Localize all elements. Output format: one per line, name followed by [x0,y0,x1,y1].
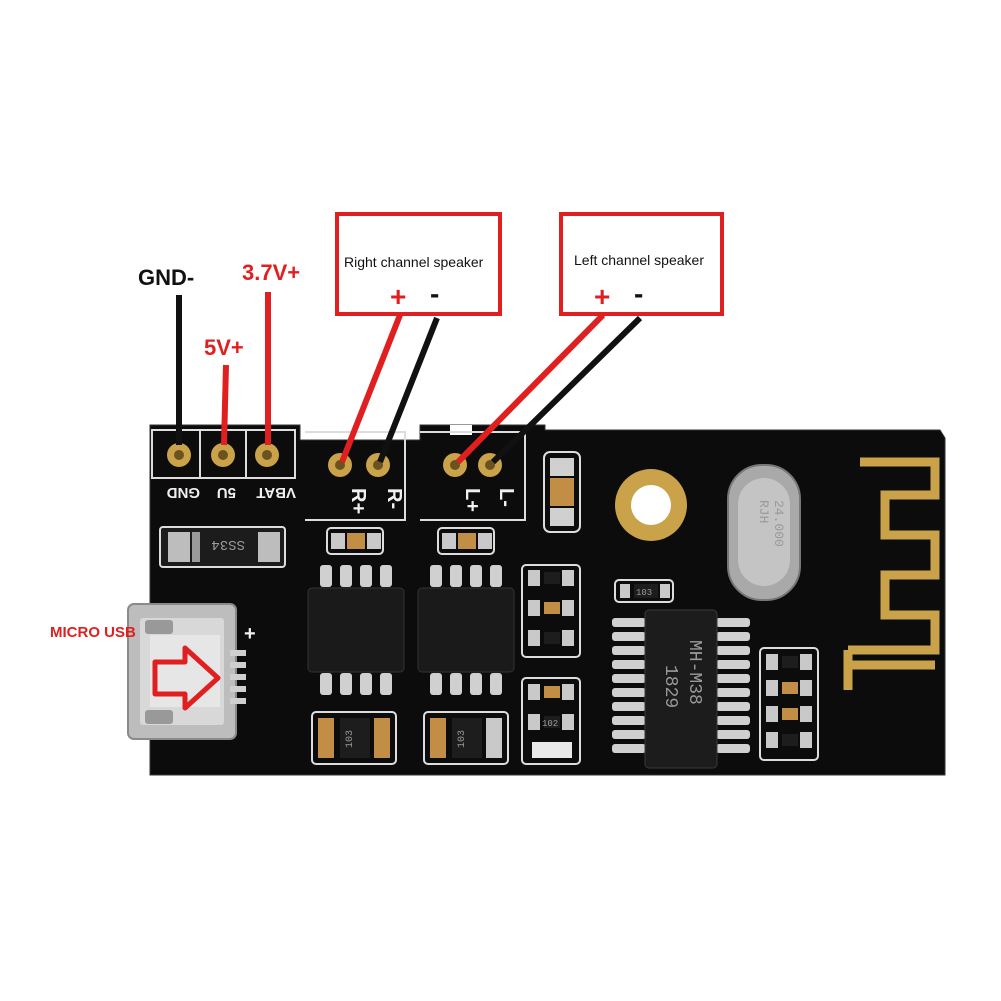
resistor: 103 [614,579,674,603]
v5-label: 5V+ [204,335,244,360]
gnd-pad [167,443,191,467]
svg-text:1829: 1829 [660,665,680,708]
left-minus-label: - [634,278,643,309]
crystal-oscillator: RJH 24.000 [727,464,801,601]
svg-text:103: 103 [457,730,468,748]
silk-r-minus: R- [383,488,405,509]
amplifier-chip-right [307,565,405,695]
silk-vbat: VBAT [256,484,296,501]
svg-text:MH-M38: MH-M38 [684,640,704,705]
5v-pad [211,443,235,467]
diode: SS34 [159,526,286,568]
silk-usb-plus: + [244,623,256,645]
micro-usb-label: MICRO USB [50,624,136,641]
left-channel-title: Left channel speaker [574,252,704,268]
capacitor [437,527,495,555]
left-plus-wire [455,312,606,465]
left-channel-box [559,212,724,316]
right-minus-wire [377,316,440,464]
right-minus-label: - [430,278,439,309]
amplifier-chip-left [417,565,515,695]
right-channel-title: Right channel speaker [344,254,484,270]
5v-wire [221,364,229,446]
passive-column: 102 [521,677,581,765]
vbat-pad [255,443,279,467]
micro-usb-connector [127,603,246,740]
passive-column [521,564,581,658]
gnd-label: GND- [138,265,194,290]
svg-text:SS34: SS34 [211,536,245,552]
left-plus-label: + [594,281,610,312]
pcb-notch [340,425,362,435]
right-plus-wire [339,313,403,464]
right-channel-box [335,212,502,316]
r-plus-pad [328,453,352,477]
r-minus-pad [366,453,390,477]
svg-text:RJH: RJH [756,500,771,523]
left-channel-outline [420,431,526,521]
svg-text:102: 102 [542,719,558,729]
svg-text:103: 103 [345,730,356,748]
resistor-pair: 103 [311,711,397,765]
capacitor [326,527,384,555]
right-plus-label: + [390,281,406,312]
left-minus-wire [490,315,643,465]
svg-text:24.000: 24.000 [771,500,786,547]
silk-l-minus: L- [495,488,517,507]
silk-5v: 5U [217,484,236,501]
pcb-notch [450,425,472,435]
silk-gnd: GND [167,484,201,501]
silk-r-plus: R+ [347,488,369,514]
pcb-antenna [848,457,940,655]
passive-column [759,647,819,761]
v37-label: 3.7V+ [242,260,300,285]
arrow-right-icon [152,645,221,711]
mounting-hole [615,469,687,541]
tantalum-capacitor [543,451,581,533]
resistor-pair: 103 [423,711,509,765]
svg-text:103: 103 [636,588,652,598]
main-chip: MH-M38 1829 [612,609,750,769]
silk-l-plus: L+ [461,488,483,512]
